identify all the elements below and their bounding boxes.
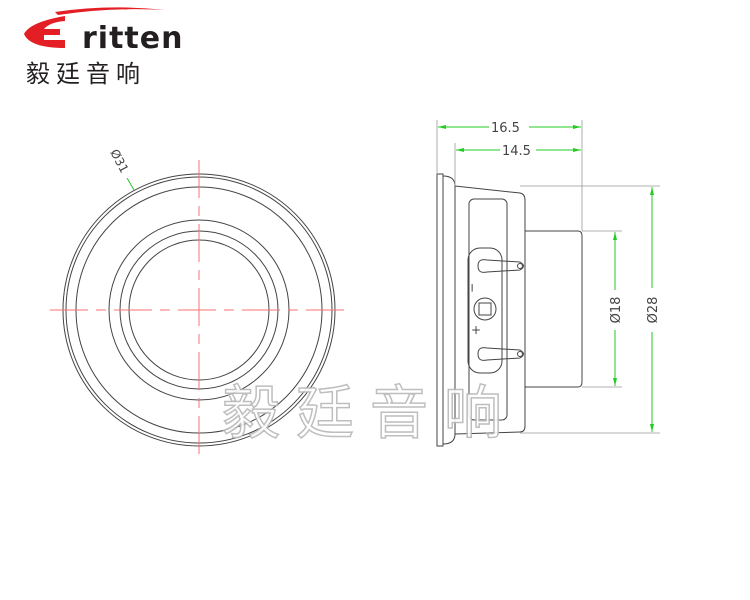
logo-brand-text: ritten: [82, 21, 184, 56]
logo-chinese-text: 毅廷音响: [26, 60, 146, 88]
side-view: [436, 120, 660, 447]
terminal-plus: [477, 347, 524, 361]
diameter-leader: [126, 177, 135, 191]
overall-depth-label: 16.5: [491, 121, 520, 136]
frame-diameter-label: Ø28: [646, 297, 661, 324]
flange-lip: [442, 175, 456, 445]
magnet-diameter-label: Ø18: [609, 297, 624, 324]
terminal-panel: [468, 198, 508, 421]
basket: [454, 185, 526, 435]
eritten-logo: ritten 毅廷音响: [20, 4, 182, 88]
centerlines: [50, 160, 348, 459]
front-diameter-label: Ø31: [107, 147, 131, 175]
extension-lines: [436, 120, 660, 434]
logo-swoosh-icon: [24, 7, 165, 48]
vent-square-icon: [478, 302, 492, 316]
body-depth-label: 14.5: [502, 144, 531, 159]
terminal-minus: [477, 259, 524, 273]
dimension-arrows: [438, 125, 654, 432]
vent-circle: [473, 297, 497, 321]
terminal-plate: [467, 247, 503, 374]
magnet: [525, 230, 583, 388]
watermark-text: 毅廷音响: [221, 378, 519, 448]
terminal-plus-label: +: [471, 323, 481, 337]
front-view: [50, 160, 348, 459]
terminal-minus-label: −: [465, 283, 479, 293]
front-flange: [436, 173, 444, 447]
